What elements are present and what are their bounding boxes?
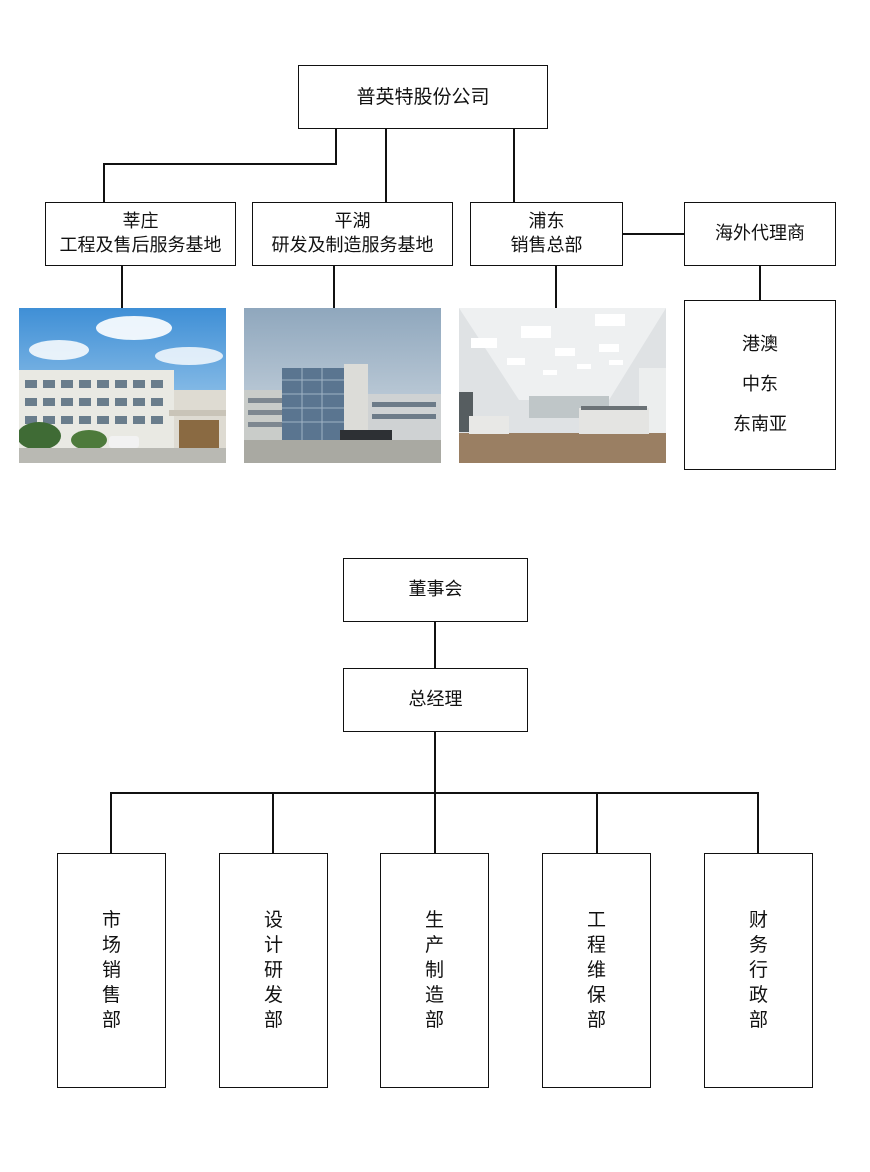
board-of-directors-box: 董事会 <box>343 558 528 622</box>
xinzhuang-building-photo <box>19 308 226 463</box>
dept-char: 发 <box>263 984 283 1006</box>
connector <box>622 233 685 235</box>
overseas-agent-label: 海外代理商 <box>715 223 805 244</box>
dept-char: 保 <box>586 984 606 1006</box>
dept-char: 生 <box>424 909 444 931</box>
branch-box-pinghu: 平湖 研发及制造服务基地 <box>252 202 453 266</box>
company-root-box: 普英特股份公司 <box>298 65 548 129</box>
dept-char: 政 <box>748 984 768 1006</box>
connector <box>335 128 337 164</box>
dept-char: 部 <box>263 1009 283 1031</box>
region-label: 港澳 <box>742 334 778 355</box>
branch-box-xinzhuang: 莘庄 工程及售后服务基地 <box>45 202 236 266</box>
branch-name: 浦东 <box>528 211 565 232</box>
dept-box-finance: 财 务 行 政 部 <box>704 853 813 1088</box>
connector <box>757 792 759 854</box>
dept-char: 场 <box>101 934 121 956</box>
dept-char: 部 <box>586 1009 606 1031</box>
dept-char: 部 <box>748 1009 768 1031</box>
dept-char: 设 <box>263 909 283 931</box>
connector <box>513 128 515 203</box>
board-label: 董事会 <box>408 579 463 600</box>
dept-char: 维 <box>586 959 606 981</box>
dept-box-rnd: 设 计 研 发 部 <box>219 853 328 1088</box>
dept-char: 销 <box>101 959 121 981</box>
dept-char: 工 <box>586 909 606 931</box>
gm-label: 总经理 <box>408 689 463 710</box>
connector <box>434 731 436 794</box>
connector <box>385 128 387 203</box>
dept-char: 研 <box>263 959 283 981</box>
company-root-label: 普英特股份公司 <box>356 86 490 108</box>
overseas-regions-box: 港澳 中东 东南亚 <box>684 300 836 470</box>
branch-name: 莘庄 <box>122 211 159 232</box>
dept-char: 造 <box>424 984 444 1006</box>
pinghu-building-photo <box>244 308 441 463</box>
dept-char: 部 <box>424 1009 444 1031</box>
dept-char: 售 <box>101 984 121 1006</box>
dept-char: 行 <box>748 959 768 981</box>
dept-char: 计 <box>263 934 283 956</box>
connector <box>434 792 436 854</box>
dept-char: 制 <box>424 959 444 981</box>
connector <box>103 163 337 165</box>
connector <box>434 621 436 669</box>
dept-char: 务 <box>748 934 768 956</box>
dept-char: 产 <box>424 934 444 956</box>
region-label: 中东 <box>742 374 778 395</box>
dept-char: 程 <box>586 934 606 956</box>
connector <box>333 265 335 309</box>
dept-char: 市 <box>101 909 121 931</box>
dept-char: 财 <box>748 909 768 931</box>
branch-function: 销售总部 <box>510 235 583 256</box>
connector <box>596 792 598 854</box>
overseas-agent-box: 海外代理商 <box>684 202 836 266</box>
dept-box-production: 生 产 制 造 部 <box>380 853 489 1088</box>
connector <box>759 265 761 301</box>
general-manager-box: 总经理 <box>343 668 528 732</box>
region-label: 东南亚 <box>733 414 787 435</box>
connector <box>121 265 123 309</box>
dept-box-marketing: 市 场 销 售 部 <box>57 853 166 1088</box>
branch-name: 平湖 <box>334 211 371 232</box>
dept-char: 部 <box>101 1009 121 1031</box>
branch-function: 研发及制造服务基地 <box>271 235 434 256</box>
connector <box>272 792 274 854</box>
connector <box>103 163 105 203</box>
connector <box>555 265 557 309</box>
pudong-office-photo <box>459 308 666 463</box>
branch-box-pudong: 浦东 销售总部 <box>470 202 623 266</box>
dept-box-engineering: 工 程 维 保 部 <box>542 853 651 1088</box>
connector <box>110 792 112 854</box>
branch-function: 工程及售后服务基地 <box>59 235 222 256</box>
